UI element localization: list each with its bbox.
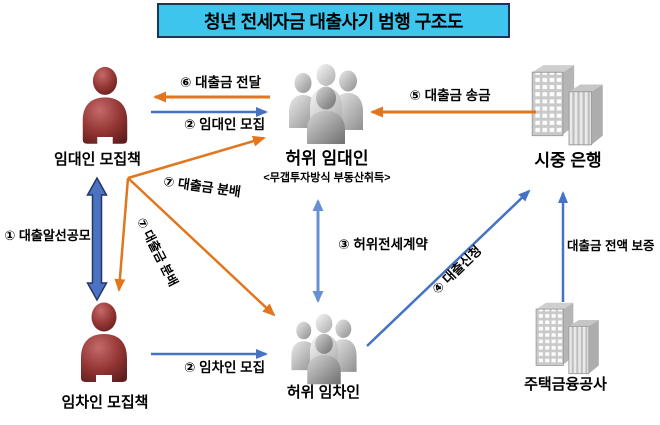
node-label-fake-landlord: 허위 임대인 (285, 149, 369, 168)
people-group-icon (289, 64, 363, 144)
buildings-icon (535, 302, 600, 375)
node-label-landlord-recruiter: 임대인 모집책 (54, 151, 141, 168)
people-group-icon (291, 313, 357, 385)
arrow-loan-distribution-to-tenant-recruiter (114, 177, 130, 292)
arrow-loan-application (366, 189, 531, 347)
edge-label-tenant-recruiting: ② 임차인 모집 (183, 360, 266, 375)
edge-label-loan-delivery: ⑥ 대출금 전달 (179, 75, 262, 90)
diagram-title: 청년 전세자금 대출사기 범행 구조도 (157, 3, 510, 38)
person-icon (82, 66, 128, 144)
edge-label-full-loan-guarantee: 대출금 전액 보증 (567, 239, 655, 253)
diagram-title-text: 청년 전세자금 대출사기 범행 구조도 (204, 11, 463, 32)
node-label-commercial-bank: 시중 은행 (534, 151, 602, 170)
node-label-housing-finance-corp: 주택금융공사 (524, 376, 607, 393)
arrow-loan-brokering-conspiracy (86, 176, 108, 302)
buildings-icon (531, 64, 604, 146)
person-icon (81, 302, 127, 382)
edge-label-loan-brokering-conspiracy: ① 대출알선공모 (4, 228, 91, 243)
arrow-loan-distribution-to-fake-tenant (127, 177, 276, 317)
edge-label-landlord-recruiting: ② 임대인 모집 (183, 117, 266, 132)
node-sublabel-fake-landlord: <무갭투자방식 부동산취득> (263, 172, 391, 184)
arrow-loan-distribution-to-fake-landlord (127, 135, 266, 180)
edge-label-fake-jeonse-contract: ③ 허위전세계약 (338, 237, 428, 252)
edge-label-loan-remittance: ⑤ 대출금 송금 (409, 88, 491, 103)
node-label-tenant-recruiter: 임차인 모집책 (61, 394, 149, 411)
node-label-fake-tenant: 허위 임차인 (286, 384, 361, 401)
